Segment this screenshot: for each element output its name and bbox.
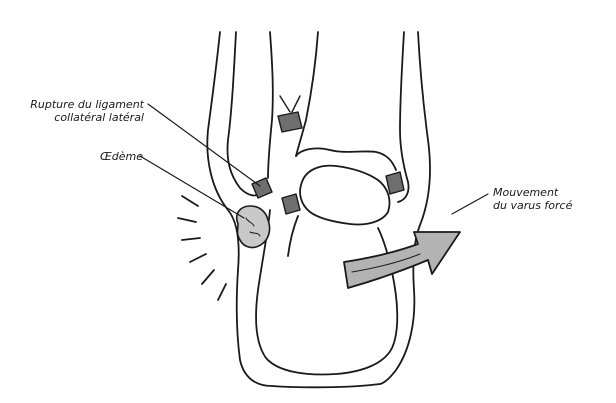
medial-ligament — [386, 172, 404, 194]
tibiofibular-ligament-line — [280, 96, 290, 112]
rupture-label-line-1: Rupture du ligament — [22, 98, 144, 111]
calcaneus — [256, 210, 397, 374]
rupture-leader-line — [148, 104, 260, 186]
oedeme-blob — [237, 206, 270, 247]
leader-lines — [140, 104, 488, 218]
fibula-outline-right — [268, 32, 273, 178]
tibia-outline-left — [296, 32, 318, 156]
rupture-label: Rupture du ligament collatéral latéral — [22, 98, 144, 124]
tibiofibular-ligament — [278, 112, 302, 132]
mouvement-label-line-2: du varus forcé — [493, 199, 572, 212]
talus — [300, 166, 389, 225]
talus-dome — [300, 166, 389, 225]
swelling-stroke — [182, 196, 198, 206]
oedeme-swelling — [237, 206, 270, 247]
fibula — [228, 32, 273, 195]
mouvement-leader-line — [452, 194, 488, 214]
swelling-stroke — [182, 238, 200, 240]
calcaneus-outline — [256, 210, 397, 374]
mouvement-label-line-1: Mouvement — [493, 186, 572, 199]
swelling-strokes — [178, 196, 226, 300]
swelling-stroke — [202, 270, 214, 284]
rupture-label-line-2: collatéral latéral — [22, 111, 144, 124]
varus-arrow — [344, 232, 460, 288]
ligaments — [252, 96, 404, 214]
oedeme-label-text: Œdème — [100, 150, 136, 163]
skin-outline-right — [380, 32, 430, 384]
ruptured-ligament-lower — [282, 194, 300, 214]
swelling-stroke — [190, 254, 206, 262]
oedeme-label: Œdème — [100, 150, 136, 163]
swelling-stroke — [218, 284, 226, 300]
swelling-stroke — [178, 218, 196, 222]
tibiofibular-ligament-line-2 — [292, 96, 300, 112]
calcaneus-inner — [288, 216, 298, 256]
fibula-outline-left — [228, 32, 263, 195]
mouvement-label: Mouvement du varus forcé — [493, 186, 572, 212]
